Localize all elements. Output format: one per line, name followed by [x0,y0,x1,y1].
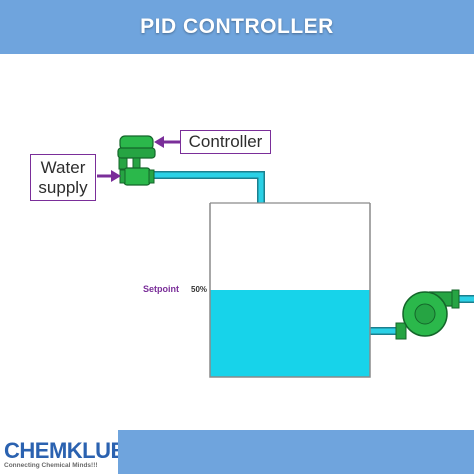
control-valve [117,135,156,186]
controller-label: Controller [180,130,271,154]
brand-name: CHEMKLUB [4,438,126,463]
pump [395,289,460,340]
diagram-canvas [97,135,474,378]
setpoint-label: Setpoint [143,284,179,294]
tank [209,202,371,378]
page-title: PID CONTROLLER [140,15,334,38]
controller-label-text: Controller [188,132,263,151]
water-supply-arrow [97,170,121,182]
controller-arrow [154,136,180,148]
header-bar: PID CONTROLLER [0,0,474,54]
footer-band [118,430,474,474]
valve-body [123,167,151,186]
setpoint-value: 50% [191,285,208,294]
water-supply-line1: Water [40,157,86,177]
process-diagram: Controller Water supply Setpoint 50% [0,54,474,430]
water-supply-line2: supply [38,177,88,197]
tank-water [210,290,370,377]
water-supply-label: Water supply [30,154,96,201]
inlet-pipe [150,171,265,203]
tank-wall [209,203,371,378]
brand-tagline: Connecting Chemical Minds!!! [4,462,98,469]
brand-logo: CHEMKLUB Connecting Chemical Minds!!! [0,430,126,474]
